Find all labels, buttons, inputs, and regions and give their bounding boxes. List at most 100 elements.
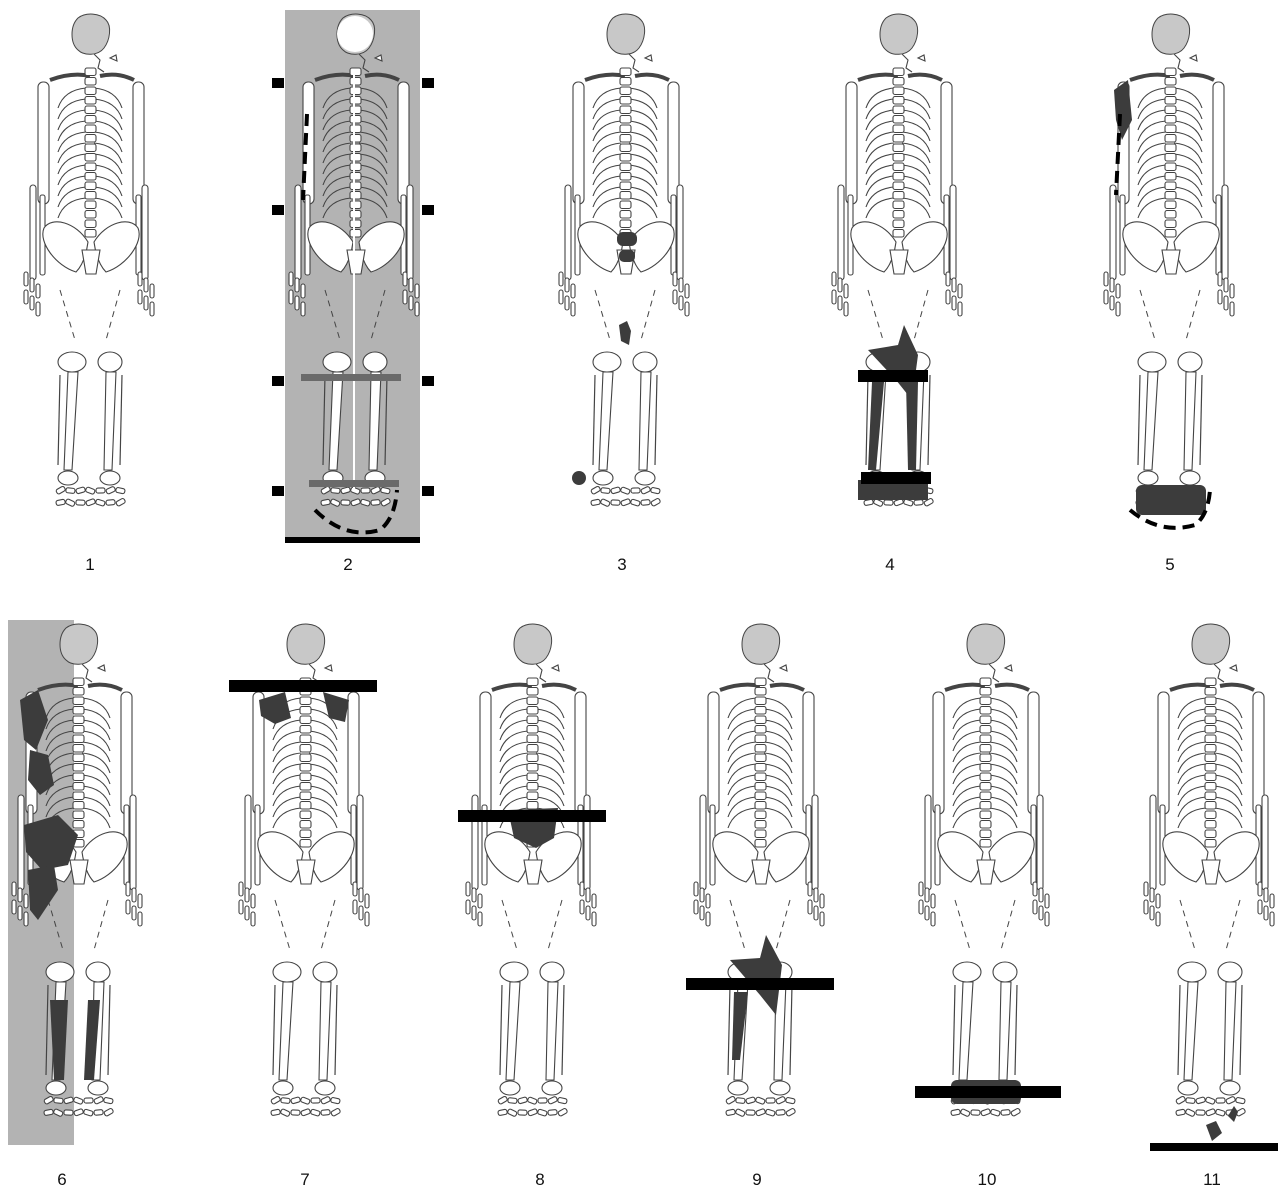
rib-right xyxy=(1214,720,1242,740)
humerus-left xyxy=(38,82,49,204)
rib-left xyxy=(1178,775,1206,795)
pelvis-left xyxy=(1123,222,1168,272)
foot-bone xyxy=(507,1108,517,1116)
vertebra xyxy=(980,745,991,753)
hand-bone-right xyxy=(138,272,142,286)
vertebra xyxy=(893,192,904,200)
foot-bone xyxy=(498,1109,508,1116)
highlighted-bone xyxy=(1136,485,1206,515)
vertebra xyxy=(980,830,991,838)
hand-bone-right xyxy=(1039,906,1043,920)
hand-bone-right xyxy=(1230,284,1234,298)
vertebra xyxy=(73,802,84,810)
hand-bone-right xyxy=(1033,900,1037,914)
tibia-left xyxy=(1184,982,1198,1080)
vertebra xyxy=(893,97,904,105)
hand-bone-left xyxy=(30,278,34,292)
clavicle-left xyxy=(858,75,898,80)
talus-right xyxy=(542,1081,562,1095)
vertebra xyxy=(980,792,991,800)
vertebra xyxy=(980,716,991,724)
foot-bone xyxy=(548,1096,558,1104)
foot-bone xyxy=(76,500,85,505)
pelvis-left xyxy=(258,832,303,882)
vertebra xyxy=(1205,726,1216,734)
vertebra xyxy=(1205,792,1216,800)
highlighted-bone xyxy=(619,321,631,345)
foot-bone xyxy=(361,488,370,493)
rib-left xyxy=(728,709,756,729)
vertebra xyxy=(1205,697,1216,705)
vertebra xyxy=(73,716,84,724)
vertebra xyxy=(755,802,766,810)
rib-right xyxy=(1174,198,1202,218)
rib-right xyxy=(764,731,792,751)
vertebra xyxy=(350,173,361,181)
rib-left xyxy=(1178,742,1206,762)
rib-right xyxy=(1174,165,1202,185)
foot-bone xyxy=(1226,1096,1236,1104)
hand-bone-left xyxy=(245,888,249,902)
vertebra xyxy=(980,802,991,810)
tibia-left xyxy=(959,982,973,1080)
marker-right xyxy=(422,205,434,215)
hand-bone-right xyxy=(820,894,824,908)
rib-right xyxy=(94,165,122,185)
panel-7 xyxy=(235,620,370,1150)
foot-bone xyxy=(1206,1108,1216,1116)
foot-bone xyxy=(528,1108,538,1116)
rib-left xyxy=(953,720,981,740)
foot-bone xyxy=(600,498,610,506)
panel-label-10: 10 xyxy=(967,1170,1007,1190)
vertebra xyxy=(85,163,96,171)
hand-bone-right xyxy=(1033,882,1037,896)
vertebra xyxy=(755,764,766,772)
vertebra xyxy=(1205,716,1216,724)
hand-bone-left xyxy=(571,302,575,316)
vertebra xyxy=(980,811,991,819)
vertebra xyxy=(73,745,84,753)
vertebra xyxy=(620,163,631,171)
rib-left xyxy=(1178,797,1206,817)
hand-bone-right xyxy=(365,894,369,908)
rib-right xyxy=(1174,99,1202,119)
hand-bone-right xyxy=(1230,302,1234,316)
pelvis-left xyxy=(713,832,758,882)
vertebra xyxy=(85,220,96,228)
vertebra xyxy=(350,220,361,228)
rib-left xyxy=(273,764,301,784)
foot-bone xyxy=(630,499,640,506)
vertebra xyxy=(527,716,538,724)
patella-left xyxy=(1138,352,1166,372)
sacrum xyxy=(890,250,908,274)
hyoid xyxy=(552,665,559,671)
femur-right xyxy=(1226,900,1240,950)
patella-right xyxy=(540,962,564,982)
skull-blank xyxy=(337,16,373,52)
rib-right xyxy=(1214,731,1242,751)
foot-bone xyxy=(1216,1098,1225,1103)
hand-bone-left xyxy=(478,894,482,908)
hand-bone-left xyxy=(289,272,293,286)
fibula-right xyxy=(562,985,564,1075)
vertebra xyxy=(73,821,84,829)
pelvis-left xyxy=(578,222,623,272)
hand-bone-left xyxy=(295,296,299,310)
vertebra xyxy=(755,688,766,696)
panel-9 xyxy=(690,620,825,1150)
panel-label-11: 11 xyxy=(1192,1170,1232,1190)
vertebra xyxy=(73,754,84,762)
rib-right xyxy=(989,786,1017,806)
hand-bone-right xyxy=(946,290,950,304)
rib-right xyxy=(309,742,337,762)
foot-bone xyxy=(776,1109,785,1115)
vertebra xyxy=(1205,840,1216,848)
pelvis-left xyxy=(938,832,983,882)
vertebra xyxy=(350,97,361,105)
vertebra xyxy=(1205,678,1216,686)
clavicle-right xyxy=(770,685,804,690)
vertebra xyxy=(85,135,96,143)
hand-bone-right xyxy=(808,900,812,914)
patella-right xyxy=(313,962,337,982)
vertebra xyxy=(300,735,311,743)
